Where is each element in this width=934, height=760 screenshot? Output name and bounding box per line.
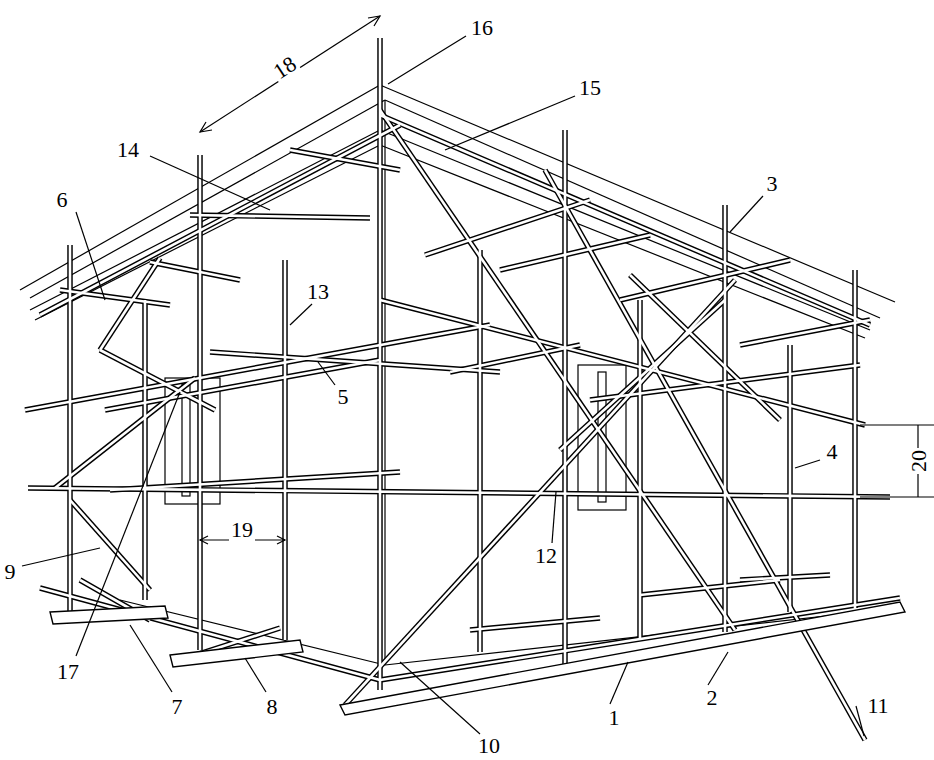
callout-number: 19 <box>229 519 255 541</box>
callout-number: 8 <box>265 696 280 718</box>
callout-number: 6 <box>55 189 70 211</box>
callout-number: 4 <box>825 441 840 463</box>
callout-number: 2 <box>705 687 720 709</box>
callout-number: 1 <box>607 707 622 729</box>
callout-number: 15 <box>577 77 603 99</box>
callout-number: 9 <box>3 561 18 583</box>
callout-number: 14 <box>115 139 141 161</box>
callout-number: 18 <box>268 52 302 85</box>
callout-number: 20 <box>908 448 930 474</box>
callout-number: 17 <box>55 661 81 683</box>
callout-number: 11 <box>865 695 890 717</box>
callout-number: 3 <box>765 173 780 195</box>
callout-number: 10 <box>476 735 502 757</box>
callout-number: 7 <box>170 696 185 718</box>
callout-number: 16 <box>469 17 495 39</box>
callout-number: 5 <box>336 386 351 408</box>
callout-number: 13 <box>305 281 331 303</box>
callout-number: 12 <box>533 545 559 567</box>
